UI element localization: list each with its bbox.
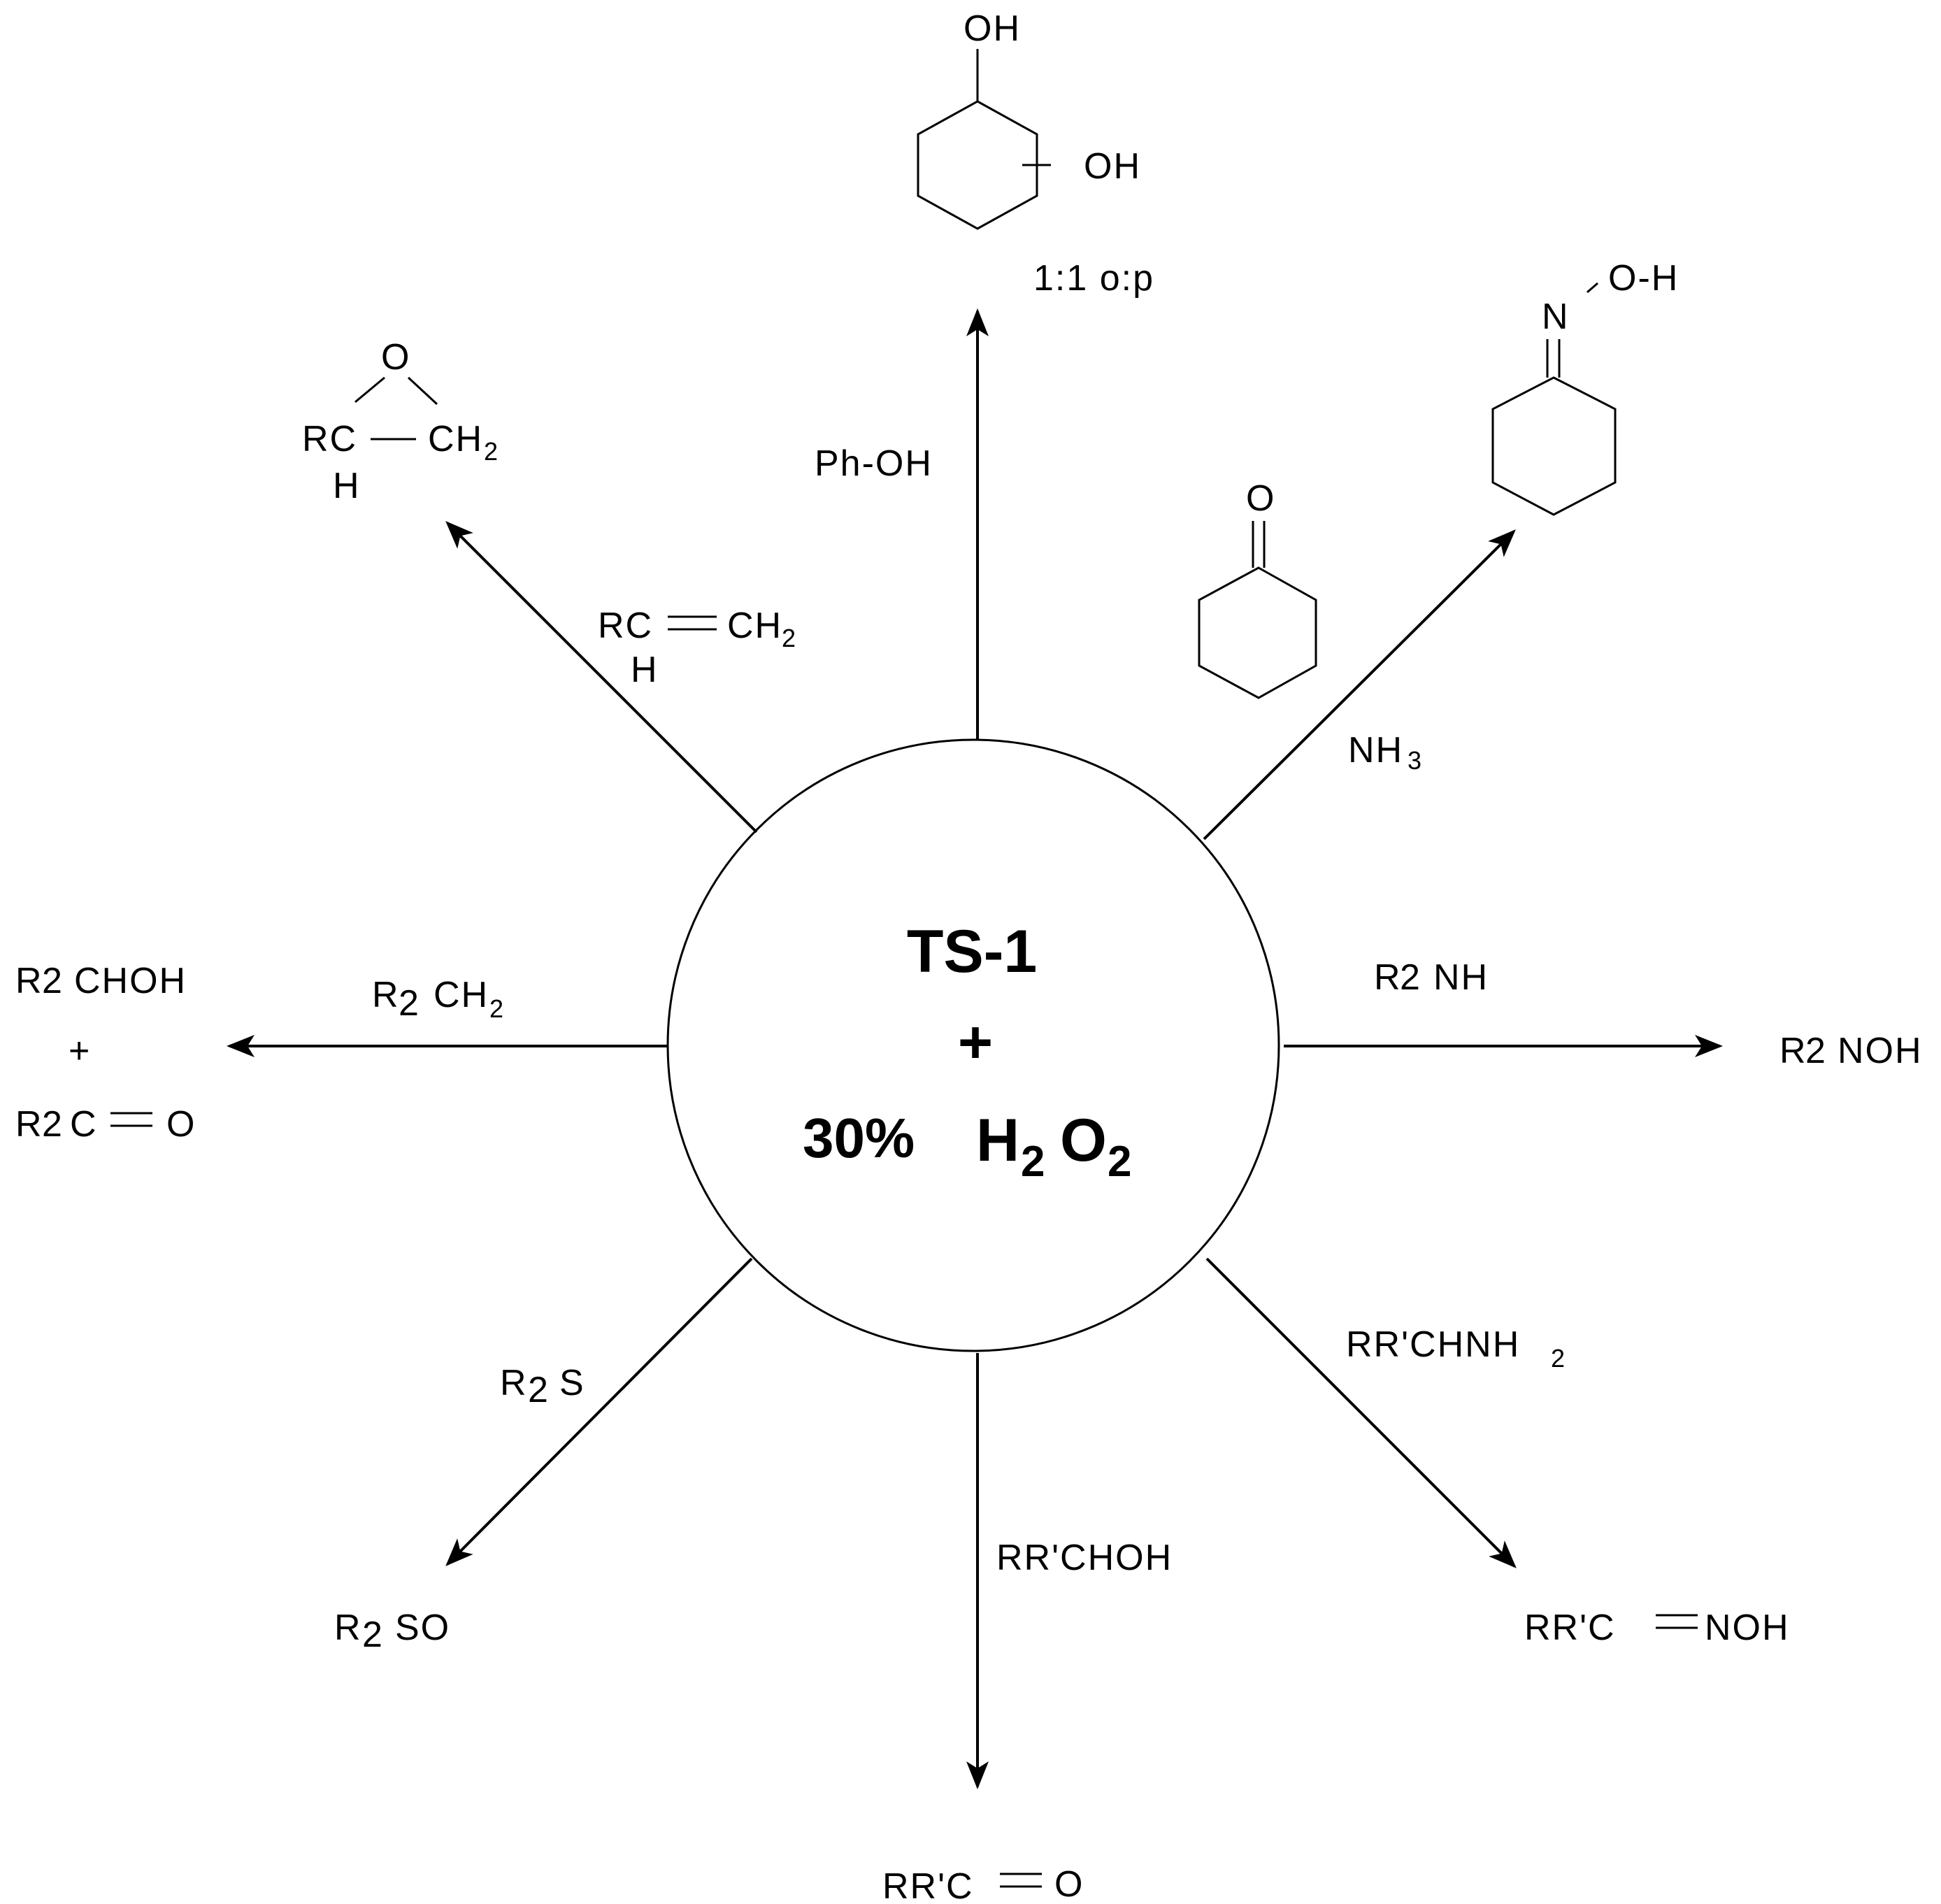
svg-text:R: R bbox=[372, 975, 400, 1015]
alkane-reagent: R 2 CH 2 bbox=[372, 975, 503, 1024]
svg-text:H: H bbox=[333, 466, 361, 506]
epoxide-structure: O RC CH 2 H bbox=[302, 337, 498, 506]
svg-text:R: R bbox=[15, 1104, 43, 1145]
svg-text:O: O bbox=[381, 337, 410, 378]
cyclohexanone-oxime-structure: N O-H bbox=[1491, 258, 1679, 516]
catalyst-label: TS-1 bbox=[907, 918, 1037, 985]
phenol-reagent: Ph-OH bbox=[815, 443, 933, 484]
svg-text:O: O bbox=[1054, 1864, 1084, 1904]
svg-text:H: H bbox=[631, 650, 659, 690]
svg-text:R: R bbox=[500, 1363, 528, 1403]
svg-text:NOH: NOH bbox=[1838, 1031, 1923, 1071]
thioether-reagent: R 2 S bbox=[500, 1363, 585, 1410]
prim-amine-reagent: RR'CHNH 2 bbox=[1346, 1324, 1565, 1373]
svg-text:O: O bbox=[1246, 478, 1275, 519]
cyclohexanone-structure: O bbox=[1198, 478, 1317, 699]
svg-text:2: 2 bbox=[1108, 1138, 1131, 1186]
alcohol-reagent: RR'CHOH bbox=[996, 1538, 1173, 1578]
dihydroxybenzene-structure bbox=[917, 49, 1051, 230]
svg-text:CH: CH bbox=[727, 606, 782, 646]
svg-text:RR'C: RR'C bbox=[1524, 1608, 1616, 1648]
svg-text:2: 2 bbox=[362, 1615, 384, 1655]
svg-text:2: 2 bbox=[1400, 957, 1421, 998]
center-plus: + bbox=[958, 1009, 993, 1076]
svg-text:CHOH: CHOH bbox=[74, 961, 187, 1001]
svg-text:R: R bbox=[15, 961, 43, 1001]
sec-amine-reagent: R 2 NH bbox=[1374, 957, 1489, 998]
ketone-product: RR'C O bbox=[882, 1864, 1084, 1904]
alkane-products: R 2 CHOH + R 2 C O bbox=[15, 961, 196, 1145]
arrow-alkene bbox=[445, 521, 758, 833]
svg-text:2: 2 bbox=[1021, 1138, 1045, 1186]
svg-text:O: O bbox=[166, 1104, 196, 1145]
svg-text:CH: CH bbox=[428, 419, 483, 459]
svg-text:2: 2 bbox=[42, 1104, 64, 1145]
svg-text:CH: CH bbox=[434, 975, 489, 1015]
isomer-ratio: 1:1 o:p bbox=[1033, 258, 1154, 299]
svg-text:O: O bbox=[1060, 1107, 1107, 1174]
svg-text:R: R bbox=[1374, 957, 1402, 998]
svg-text:2: 2 bbox=[489, 994, 503, 1023]
ammonia-reagent-sub: 3 bbox=[1408, 746, 1421, 775]
dihydroxybenzene-oh-side: OH bbox=[1084, 146, 1141, 187]
svg-text:30%: 30% bbox=[803, 1107, 915, 1169]
svg-text:NH: NH bbox=[1433, 957, 1489, 998]
svg-text:+: + bbox=[69, 1031, 91, 1071]
arrow-thioether bbox=[445, 1257, 753, 1566]
svg-text:SO: SO bbox=[395, 1608, 450, 1648]
svg-text:O-H: O-H bbox=[1608, 258, 1679, 299]
svg-text:RC: RC bbox=[598, 606, 653, 646]
svg-text:R: R bbox=[334, 1608, 362, 1648]
svg-text:N: N bbox=[1542, 296, 1570, 337]
svg-text:R: R bbox=[1779, 1031, 1807, 1071]
svg-text:RC: RC bbox=[302, 419, 357, 459]
svg-text:2: 2 bbox=[528, 1370, 550, 1410]
arrow-ammoximation bbox=[1203, 529, 1516, 840]
svg-text:RR'C: RR'C bbox=[882, 1866, 974, 1904]
dihydroxybenzene-oh-top: OH bbox=[964, 8, 1021, 49]
sulfoxide-product: R 2 SO bbox=[334, 1608, 450, 1655]
oxidant-label: 30% H 2 O 2 bbox=[803, 1107, 1131, 1186]
svg-text:C: C bbox=[70, 1104, 98, 1145]
ketoxime-product: RR'C NOH bbox=[1524, 1608, 1790, 1648]
svg-text:2: 2 bbox=[782, 624, 796, 652]
arrow-prim-amine bbox=[1205, 1257, 1517, 1568]
hydroxylamine-product: R 2 NOH bbox=[1779, 1031, 1923, 1071]
svg-text:NOH: NOH bbox=[1705, 1608, 1790, 1648]
svg-text:2: 2 bbox=[42, 961, 64, 1001]
svg-text:RR'CHNH: RR'CHNH bbox=[1346, 1324, 1520, 1365]
svg-text:2: 2 bbox=[1805, 1031, 1827, 1071]
svg-text:S: S bbox=[559, 1363, 585, 1403]
svg-text:H: H bbox=[976, 1107, 1019, 1174]
ammonia-reagent: NH bbox=[1348, 730, 1403, 771]
svg-text:2: 2 bbox=[484, 437, 498, 466]
alkene-reagent: RC CH 2 H bbox=[598, 606, 796, 690]
svg-text:2: 2 bbox=[399, 983, 420, 1024]
svg-text:2: 2 bbox=[1551, 1344, 1565, 1373]
